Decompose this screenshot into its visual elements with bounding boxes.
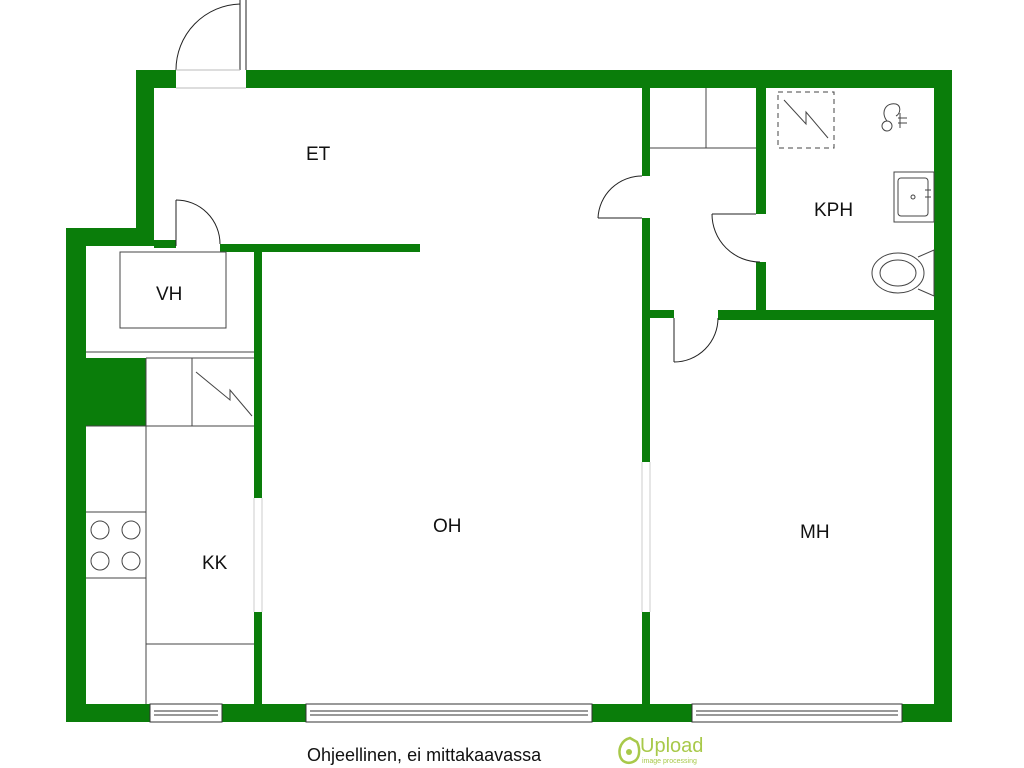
- shower-area: [777, 91, 835, 149]
- wall-oh-mh-3: [642, 612, 650, 712]
- logo-leaf-icon: [618, 736, 641, 765]
- burner: [90, 551, 110, 571]
- fixtures: [86, 88, 935, 704]
- room-label-oh: OH: [433, 516, 462, 537]
- logo-name: Upload: [640, 735, 703, 757]
- window-kk: [149, 703, 223, 723]
- walls: [66, 70, 952, 722]
- kph-door[interactable]: [711, 213, 761, 263]
- room-label-et: ET: [306, 144, 331, 165]
- wall-block: [86, 358, 146, 426]
- shower-head-icon: [881, 103, 907, 132]
- wall-top: [246, 70, 952, 88]
- wall-right: [934, 70, 952, 722]
- stove: [86, 511, 146, 579]
- burner: [90, 520, 110, 540]
- window-mh: [691, 703, 903, 723]
- room-label-kk: KK: [202, 553, 228, 574]
- vh-door[interactable]: [175, 199, 221, 246]
- closet-door-left[interactable]: [597, 175, 643, 219]
- wall-vh-top-right: [220, 244, 420, 252]
- wall-oh-mh-2: [642, 218, 650, 462]
- burner: [121, 520, 141, 540]
- mh-door[interactable]: [673, 317, 719, 363]
- wall-oh-mh-1: [642, 88, 650, 176]
- wall-kk-oh-lower: [254, 612, 262, 712]
- wall-mh-top: [718, 310, 938, 320]
- logo-tagline: image processing: [642, 758, 697, 765]
- logo-dot-icon: [626, 749, 632, 755]
- wall-bottom-1: [66, 704, 150, 722]
- openings: [253, 462, 651, 612]
- wall-bottom-3: [592, 704, 692, 722]
- wall-kph-left-lower: [756, 262, 766, 314]
- wall-kk-oh-upper: [254, 244, 262, 498]
- wall-left: [66, 228, 86, 722]
- room-label-vh: VH: [156, 284, 182, 305]
- wall-entry-step: [66, 228, 154, 246]
- wall-vh-top-left: [154, 240, 176, 248]
- wall-bottom-2: [222, 704, 306, 722]
- shower-symbol: [783, 99, 829, 139]
- windows: [149, 703, 903, 723]
- window-oh: [305, 703, 593, 723]
- wall-closet-bottom: [642, 310, 674, 318]
- entry-door[interactable]: [175, 0, 247, 89]
- doors[interactable]: [175, 0, 761, 363]
- wall-bottom-4: [902, 704, 952, 722]
- vh-wardrobe: [119, 251, 227, 329]
- room-labels: ET VH KK OH MH KPH: [156, 144, 853, 574]
- wall-kph-left-upper: [756, 88, 766, 214]
- room-label-kph: KPH: [814, 200, 853, 221]
- toilet-icon: [871, 249, 935, 297]
- upload-logo: Upload image processing: [618, 735, 703, 765]
- wall-entry-left: [136, 70, 154, 246]
- scale-disclaimer: Ohjeellinen, ei mittakaavassa: [307, 745, 542, 765]
- sink-icon: [893, 171, 935, 223]
- room-label-mh: MH: [800, 522, 830, 543]
- burner: [121, 551, 141, 571]
- kk-fridge-symbol: [195, 371, 253, 417]
